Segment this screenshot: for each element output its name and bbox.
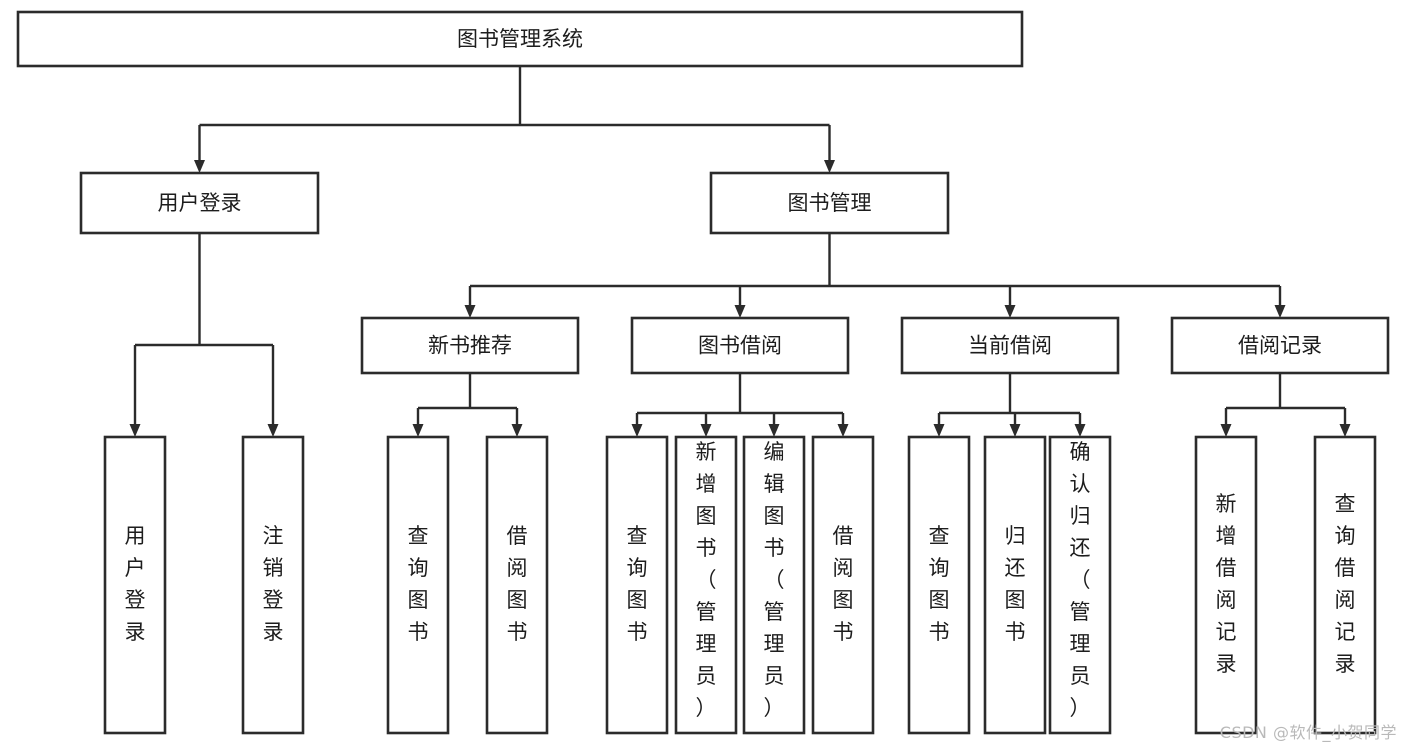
node-box-leaf-current-return-book[interactable] [983, 435, 1047, 735]
node-user-login[interactable]: 用户登录 [79, 171, 320, 235]
node-label-leaf-rec-query-book: 查询图书 [408, 524, 429, 644]
node-box-leaf-record-query[interactable] [1313, 435, 1377, 735]
csdn-watermark: CSDN @软件_小贺同学 [1219, 723, 1397, 742]
node-label-leaf-borrow-edit-book: 编辑图书（管理员） [764, 440, 785, 720]
node-box-book-admin[interactable] [709, 171, 950, 235]
node-leaf-record-query[interactable]: 查询借阅记录 [1313, 435, 1377, 735]
node-box-leaf-current-query-book[interactable] [907, 435, 971, 735]
node-leaf-borrow-borrow-book[interactable]: 借阅图书 [811, 435, 875, 735]
node-label-leaf-user-login: 用户登录 [125, 524, 146, 644]
node-box-leaf-rec-query-book[interactable] [386, 435, 450, 735]
node-root[interactable]: 图书管理系统 [16, 10, 1024, 68]
node-box-leaf-borrow-query-book[interactable] [605, 435, 669, 735]
node-label-leaf-record-query: 查询借阅记录 [1335, 492, 1356, 676]
node-leaf-rec-query-book[interactable]: 查询图书 [386, 435, 450, 735]
node-label-root: 图书管理系统 [457, 27, 583, 51]
node-leaf-record-add[interactable]: 新增借阅记录 [1194, 435, 1258, 735]
node-leaf-borrow-edit-book[interactable]: 编辑图书（管理员） [742, 435, 806, 735]
node-box-root[interactable] [16, 10, 1024, 68]
node-label-current-borrow: 当前借阅 [968, 334, 1052, 358]
node-label-leaf-current-return-book: 归还图书 [1005, 524, 1026, 644]
node-box-leaf-borrow-edit-book[interactable] [742, 435, 806, 735]
node-box-book-borrow[interactable] [630, 316, 850, 375]
node-borrow-record[interactable]: 借阅记录 [1170, 316, 1390, 375]
connector-layer [129, 66, 1351, 437]
node-label-borrow-record: 借阅记录 [1238, 334, 1322, 358]
node-label-leaf-user-logout: 注销登录 [263, 524, 284, 644]
node-label-leaf-current-query-book: 查询图书 [929, 524, 950, 644]
node-label-leaf-current-confirm-return: 确认归还（管理员） [1070, 440, 1091, 720]
node-box-leaf-record-add[interactable] [1194, 435, 1258, 735]
node-leaf-rec-borrow-book[interactable]: 借阅图书 [485, 435, 549, 735]
node-label-leaf-borrow-add-book: 新增图书（管理员） [696, 440, 717, 720]
node-book-borrow[interactable]: 图书借阅 [630, 316, 850, 375]
node-leaf-borrow-add-book[interactable]: 新增图书（管理员） [674, 435, 738, 735]
node-box-leaf-borrow-borrow-book[interactable] [811, 435, 875, 735]
node-box-leaf-user-login[interactable] [103, 435, 167, 735]
node-leaf-current-return-book[interactable]: 归还图书 [983, 435, 1047, 735]
node-leaf-current-query-book[interactable]: 查询图书 [907, 435, 971, 735]
node-layer: 图书管理系统用户登录图书管理新书推荐图书借阅当前借阅借阅记录用户登录注销登录查询… [16, 10, 1390, 735]
node-box-user-login[interactable] [79, 171, 320, 235]
node-box-leaf-rec-borrow-book[interactable] [485, 435, 549, 735]
node-label-user-login: 用户登录 [158, 191, 242, 215]
node-box-leaf-current-confirm-return[interactable] [1048, 435, 1112, 735]
node-book-admin[interactable]: 图书管理 [709, 171, 950, 235]
node-box-new-book-rec[interactable] [360, 316, 580, 375]
node-label-leaf-record-add: 新增借阅记录 [1216, 492, 1237, 676]
node-current-borrow[interactable]: 当前借阅 [900, 316, 1120, 375]
node-label-leaf-borrow-query-book: 查询图书 [627, 524, 648, 644]
node-box-borrow-record[interactable] [1170, 316, 1390, 375]
node-label-leaf-borrow-borrow-book: 借阅图书 [833, 524, 854, 644]
node-leaf-user-login[interactable]: 用户登录 [103, 435, 167, 735]
node-box-leaf-borrow-add-book[interactable] [674, 435, 738, 735]
node-label-new-book-rec: 新书推荐 [428, 334, 512, 358]
node-box-current-borrow[interactable] [900, 316, 1120, 375]
node-label-book-admin: 图书管理 [788, 191, 872, 215]
node-new-book-rec[interactable]: 新书推荐 [360, 316, 580, 375]
node-box-leaf-user-logout[interactable] [241, 435, 305, 735]
node-leaf-borrow-query-book[interactable]: 查询图书 [605, 435, 669, 735]
node-label-book-borrow: 图书借阅 [698, 334, 782, 358]
node-leaf-current-confirm-return[interactable]: 确认归还（管理员） [1048, 435, 1112, 735]
node-leaf-user-logout[interactable]: 注销登录 [241, 435, 305, 735]
node-label-leaf-rec-borrow-book: 借阅图书 [507, 524, 528, 644]
